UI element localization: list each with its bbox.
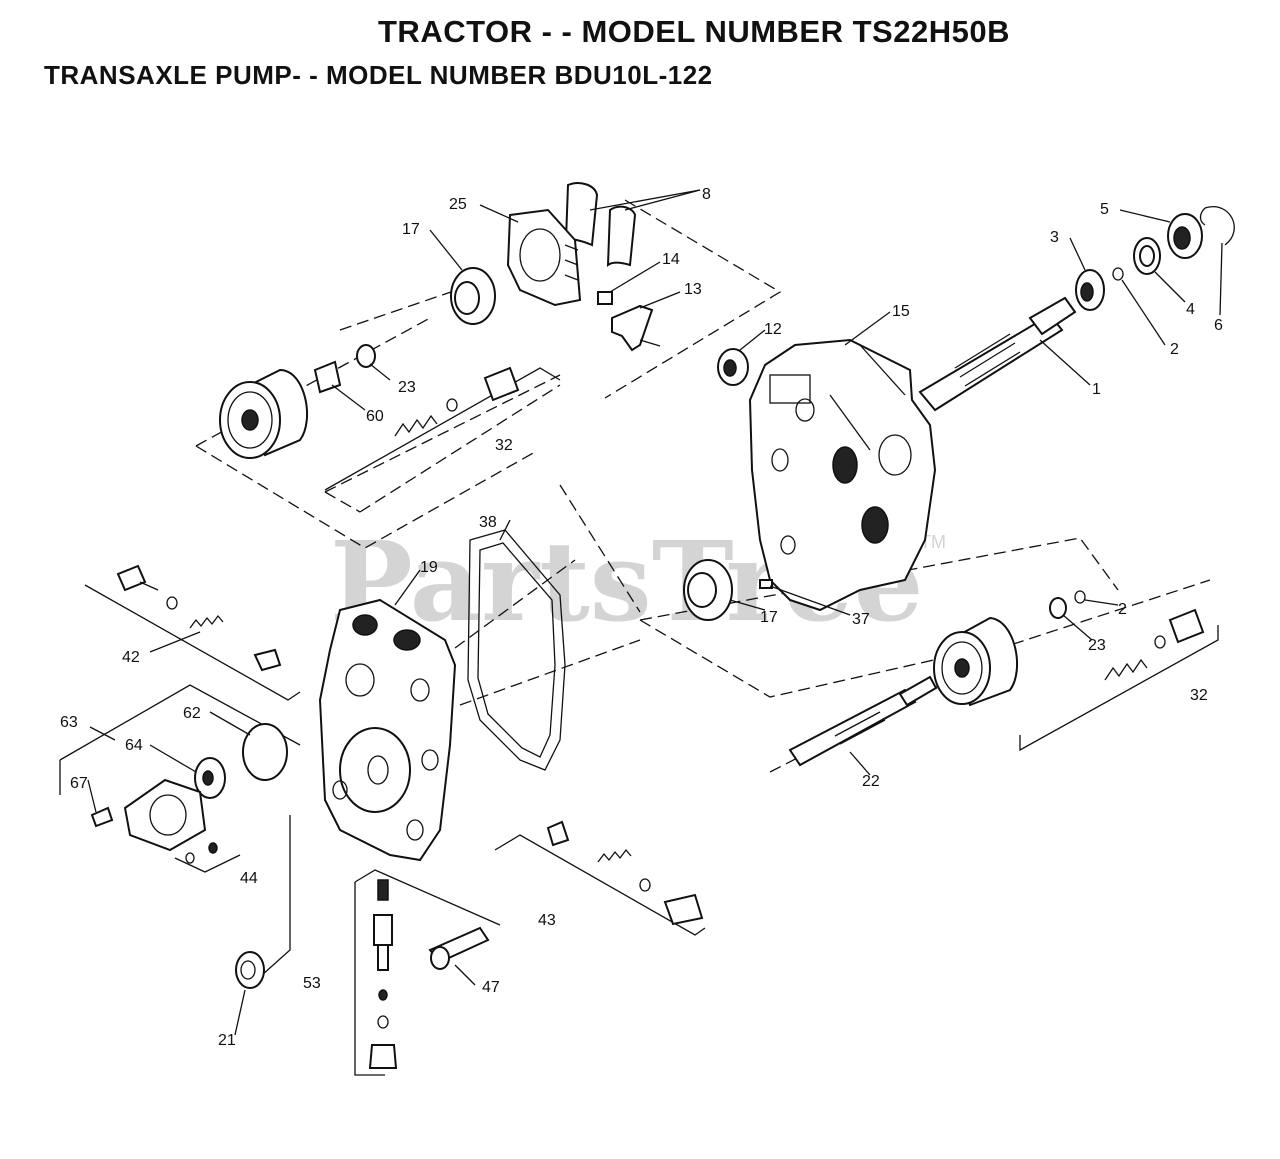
- callout-12: 12: [764, 321, 782, 338]
- pump-housing-part: [748, 338, 937, 612]
- callout-37: 37: [852, 611, 870, 628]
- callout-2-lower: 2: [1118, 601, 1127, 618]
- o-ring-lower-part: [1049, 590, 1086, 619]
- callout-32-lower: 32: [1190, 687, 1208, 704]
- callout-8: 8: [702, 186, 711, 203]
- callout-1: 1: [1092, 381, 1101, 398]
- callout-23-lower: 23: [1088, 637, 1106, 654]
- check-valve-lower-part: [1104, 608, 1205, 681]
- shaft-seal-lower-part: [235, 951, 265, 989]
- callout-38: 38: [479, 514, 497, 531]
- bracket-lines: [59, 367, 1219, 1076]
- seal-upper-part: [450, 267, 496, 325]
- callout-4: 4: [1186, 301, 1195, 318]
- relief-valve-right-part: [546, 820, 704, 926]
- o-ring-part: [1112, 267, 1124, 281]
- callout-63: 63: [60, 714, 78, 731]
- callout-15: 15: [892, 303, 910, 320]
- callout-21: 21: [218, 1032, 236, 1049]
- callout-22: 22: [862, 773, 880, 790]
- watermark-trademark: TM: [920, 532, 946, 552]
- swash-plate-part: [506, 208, 582, 307]
- cylinder-block-upper-part: [219, 368, 308, 459]
- washer-part: [1133, 237, 1161, 275]
- dowel-pin-part: [759, 579, 773, 589]
- callout-44: 44: [240, 870, 258, 887]
- diagram-title: TRACTOR - - MODEL NUMBER TS22H50B: [378, 14, 1010, 49]
- callout-19: 19: [420, 559, 438, 576]
- bearing-part: [717, 348, 749, 386]
- charge-pump-part: [90, 723, 288, 864]
- callout-60: 60: [366, 408, 384, 425]
- callout-3: 3: [1050, 229, 1059, 246]
- callout-67: 67: [70, 775, 88, 792]
- check-valve-upper-part: [313, 344, 520, 437]
- retaining-ring-part: [1199, 206, 1235, 246]
- callout-42: 42: [122, 649, 140, 666]
- callout-23: 23: [398, 379, 416, 396]
- center-section-part: [318, 598, 457, 862]
- callout-5: 5: [1100, 201, 1109, 218]
- relief-valve-left-part: [116, 564, 282, 672]
- callout-14: 14: [662, 251, 680, 268]
- callout-53: 53: [303, 975, 321, 992]
- callout-43: 43: [538, 912, 556, 929]
- seal-lower-part: [683, 559, 733, 621]
- shaft-seal-part: [1167, 213, 1203, 259]
- callout-32: 32: [495, 437, 513, 454]
- diagram-subtitle: TRANSAXLE PUMP- - MODEL NUMBER BDU10L-12…: [44, 60, 713, 90]
- callout-62: 62: [183, 705, 201, 722]
- callout-17: 17: [402, 221, 420, 238]
- callout-2: 2: [1170, 341, 1179, 358]
- output-shaft-part: [788, 675, 938, 767]
- bolt-part: [428, 926, 490, 970]
- callout-17-lower: 17: [760, 609, 778, 626]
- trunnion-part: [597, 291, 661, 352]
- callout-47: 47: [482, 979, 500, 996]
- callout-6: 6: [1214, 317, 1223, 334]
- gasket-part: [467, 529, 566, 771]
- leader-lines: [87, 189, 1223, 1036]
- callout-13: 13: [684, 281, 702, 298]
- callout-64: 64: [125, 737, 143, 754]
- callout-25: 25: [449, 196, 467, 213]
- thrust-plates: [564, 182, 637, 268]
- bypass-valve-part: [368, 879, 398, 1069]
- cylinder-block-lower-part: [933, 616, 1018, 707]
- callout-labels: 8 25 17 14 13 5 3 4 6 2 1 15 12 23 60 32…: [60, 186, 1223, 1049]
- input-shaft-part: [918, 296, 1077, 412]
- shaft-bearing-part: [1075, 269, 1105, 311]
